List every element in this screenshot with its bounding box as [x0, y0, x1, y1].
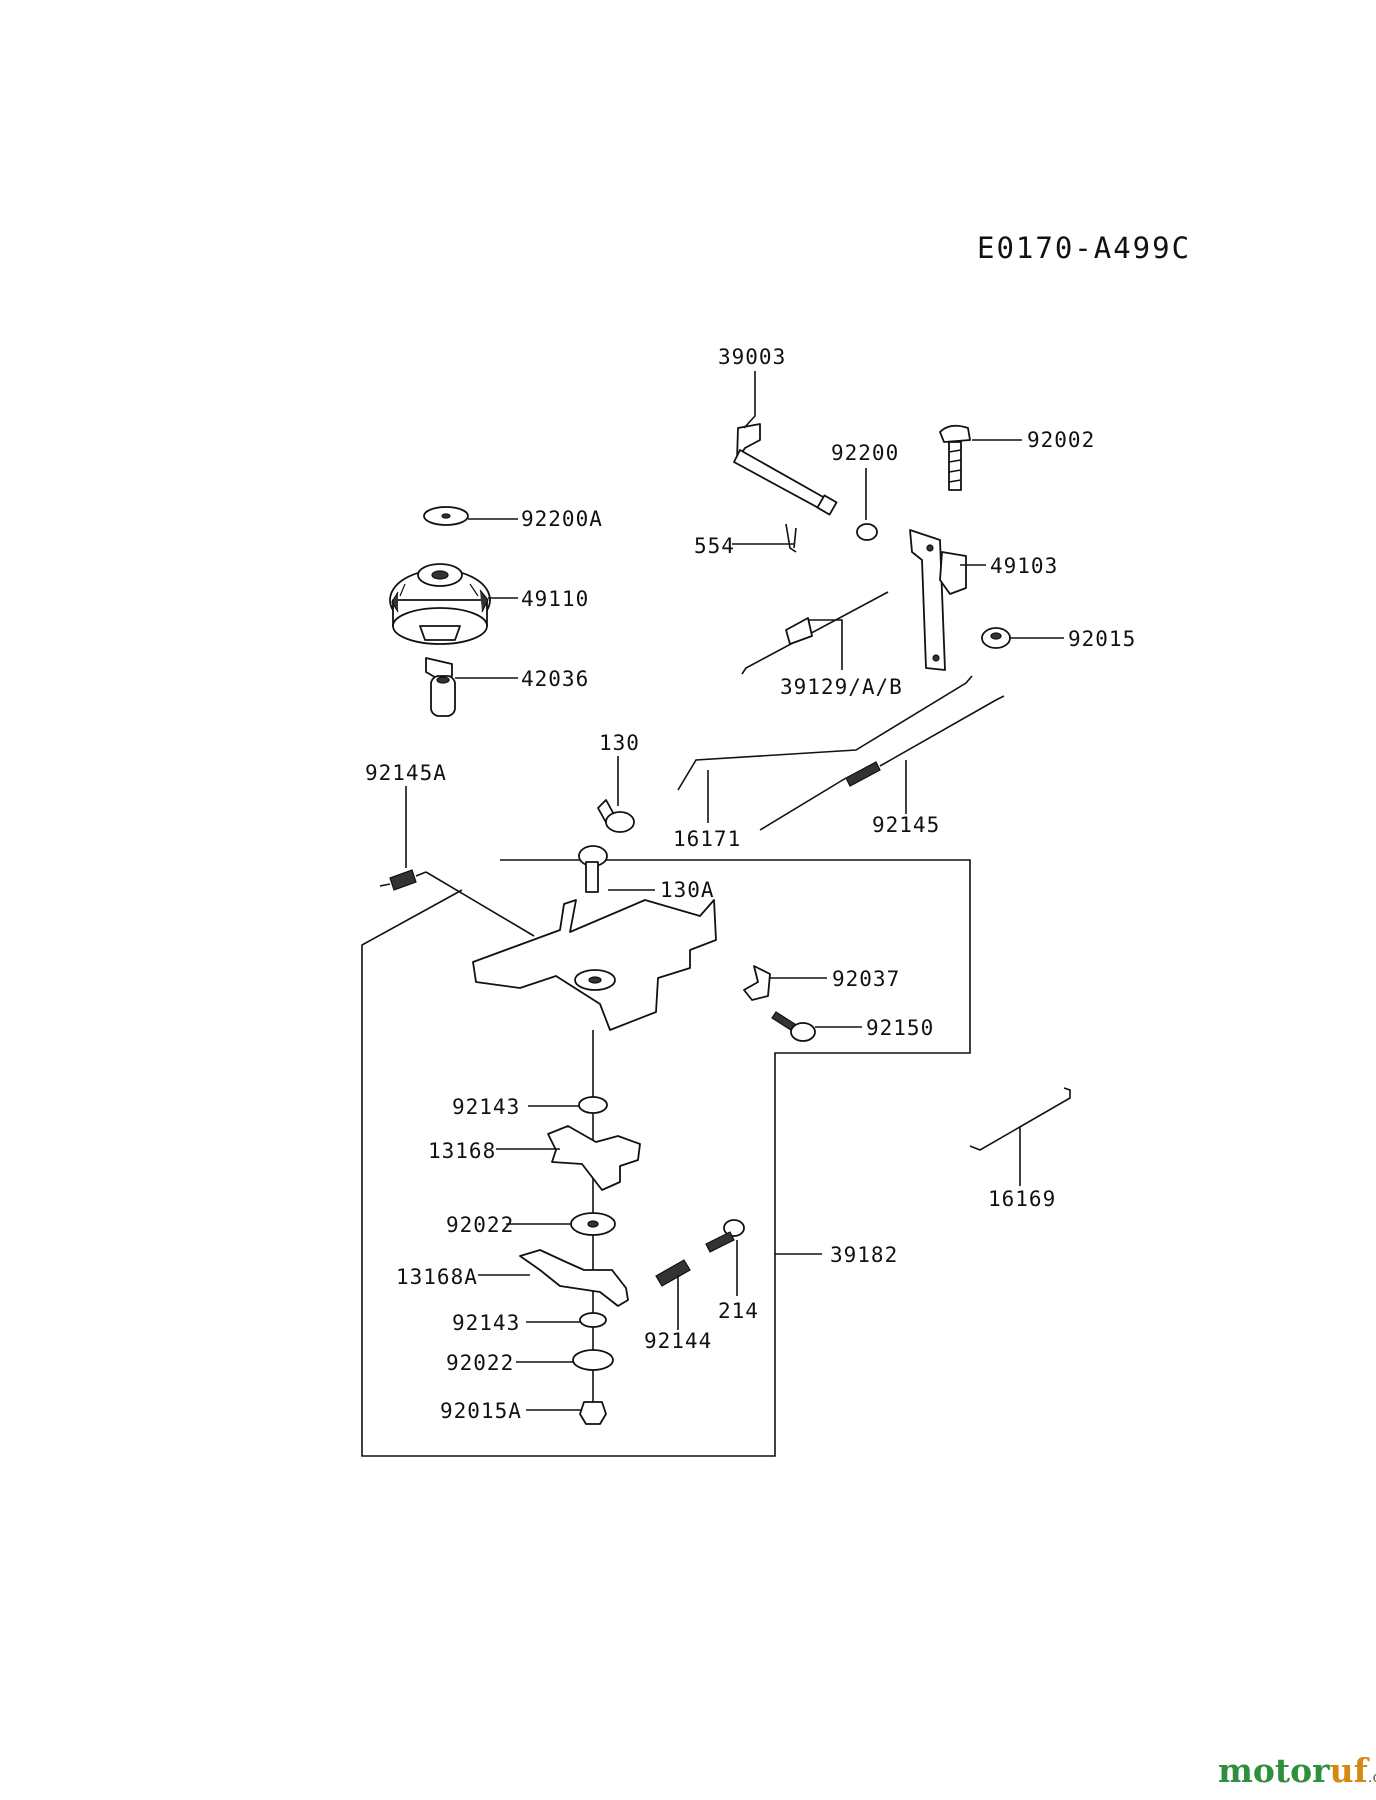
callout-92200: 92200 [831, 441, 899, 465]
callout-92015A: 92015A [440, 1399, 522, 1423]
callout-130A: 130A [660, 878, 715, 902]
bolt-92150 [771, 1011, 816, 1042]
callout-92022-upper: 92022 [446, 1213, 514, 1237]
pin-554 [785, 523, 797, 553]
callout-92200A: 92200A [521, 507, 603, 531]
spring-92145A [379, 869, 535, 937]
callout-92143-upper: 92143 [452, 1095, 520, 1119]
callout-92150: 92150 [866, 1016, 934, 1040]
callout-16169: 16169 [988, 1187, 1056, 1211]
callout-92145A: 92145A [365, 761, 447, 785]
callout-13168: 13168 [428, 1139, 496, 1163]
svg-text:motoruf.de: motoruf.de [1218, 1751, 1376, 1790]
callout-92143-lower: 92143 [452, 1311, 520, 1335]
callout-42036: 42036 [521, 667, 589, 691]
washer-92143-lower [579, 1312, 607, 1328]
callout-49103: 49103 [990, 554, 1058, 578]
spring-92145 [759, 695, 1005, 831]
clip-92037 [743, 965, 771, 1001]
watermark-logo: motoruf.de [1218, 1751, 1376, 1790]
bolt-130A [578, 845, 608, 893]
washer-92200 [856, 523, 878, 541]
callout-554: 554 [694, 534, 735, 558]
callout-92037: 92037 [832, 967, 900, 991]
bolt-130 [597, 799, 635, 833]
leader-lines [405, 371, 1064, 1411]
nut-92015A [579, 1401, 607, 1425]
gear-49110 [389, 563, 491, 645]
bolt-92002 [939, 424, 971, 491]
lever-13168 [547, 1125, 641, 1191]
callout-92145: 92145 [872, 813, 940, 837]
shaft-39003 [733, 423, 838, 516]
diagram-code: E0170-A499C [977, 231, 1191, 265]
callout-39129: 39129/A/B [780, 675, 903, 699]
rod-39129 [741, 591, 889, 675]
lever-13168A [519, 1249, 629, 1307]
callout-92015: 92015 [1068, 627, 1136, 651]
callout-130: 130 [599, 731, 640, 755]
screw-214 [705, 1219, 745, 1253]
callout-39182: 39182 [830, 1243, 898, 1267]
shaft-42036 [425, 657, 456, 717]
callout-92022-lower: 92022 [446, 1351, 514, 1375]
callout-39003: 39003 [718, 345, 786, 369]
callout-92002: 92002 [1027, 428, 1095, 452]
washer-92143-upper [578, 1096, 608, 1114]
lever-49103 [909, 529, 967, 671]
callout-labels: 39003 92200 92002 92200A 554 49103 49110… [365, 345, 1136, 1423]
callout-214: 214 [718, 1299, 759, 1323]
spring-92144 [655, 1259, 691, 1287]
callout-92144: 92144 [644, 1329, 712, 1353]
washer-92022-lower [572, 1349, 614, 1371]
nut-92015 [981, 627, 1011, 649]
rod-16171 [677, 675, 973, 791]
governor-plate [472, 899, 717, 1031]
callout-16171: 16171 [673, 827, 741, 851]
callout-49110: 49110 [521, 587, 589, 611]
callout-13168A: 13168A [396, 1265, 478, 1289]
rod-16169 [969, 1087, 1071, 1151]
